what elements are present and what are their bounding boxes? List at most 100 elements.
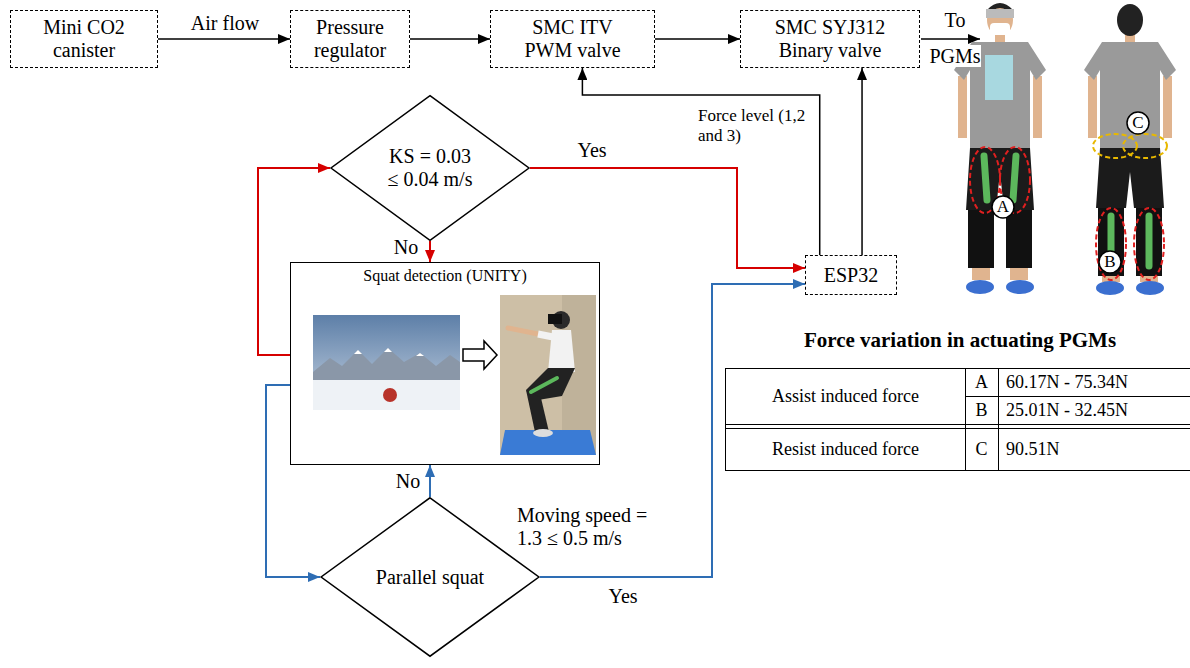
table-cell-box: 90.51N: [1006, 439, 1186, 460]
valve-box: SMC SYJ312 Binary valve: [740, 10, 920, 68]
person-back-photo: [1099, 251, 1121, 273]
game-screenshot: [313, 315, 460, 410]
person-front-photo: [986, 9, 1014, 18]
person-front-photo: [1033, 76, 1042, 138]
source-box: Mini CO2 canister: [10, 10, 158, 68]
person-front-photo: [992, 196, 1014, 218]
edge-label: Yes: [608, 585, 637, 607]
table-grid: [965, 368, 966, 471]
vr-squat-photo: [531, 378, 557, 392]
table-cell: Resist induced force: [772, 439, 919, 459]
person-back-photo: [1096, 208, 1126, 280]
connector-arrow: [530, 168, 805, 268]
decision-diamond: Parallel squat: [320, 497, 540, 657]
table-cell: A: [975, 372, 988, 392]
edge-label-box: Air flow: [170, 12, 280, 35]
person-back-photo: [1098, 208, 1124, 276]
node-text: KS = 0.03 ≤ 0.04 m/s: [383, 145, 478, 191]
connector-arrow: [861, 68, 863, 255]
table-grid: [725, 470, 1190, 471]
edge-label: Yes: [577, 139, 606, 161]
person-front-photo: [987, 4, 1013, 36]
vr-squat-photo: [548, 330, 575, 372]
connector-arrow: [655, 38, 740, 40]
table-cell-box: C: [965, 439, 998, 460]
table-cell-box: Assist induced force: [728, 386, 963, 407]
person-back-photo: [1088, 76, 1097, 138]
callout-letter-box: C: [1126, 113, 1150, 133]
node-text: Parallel squat: [365, 566, 495, 589]
edge-label-box: Yes: [572, 139, 612, 162]
connector-arrow: [266, 385, 320, 577]
person-back-photo: [1127, 112, 1149, 134]
person-front-photo: [1010, 268, 1028, 280]
node-text: SMC SYJ312 Binary valve: [765, 16, 895, 62]
person-front-photo: [1006, 280, 1034, 294]
person-back-photo: [1096, 281, 1124, 295]
person-front-photo: [985, 55, 1013, 100]
person-front-photo: [990, 23, 1010, 35]
output-arrow: [921, 39, 980, 40]
table-cell-box: B: [965, 400, 998, 421]
diamond-outline: [321, 498, 539, 656]
regulator-box: Pressure regulator: [290, 10, 410, 68]
table-grid: [725, 424, 1190, 425]
valve-box: SMC ITV PWM valve: [490, 10, 655, 68]
person-front-photo: [958, 76, 967, 138]
person-front-photo: [1006, 210, 1032, 268]
vr-squat-photo: [533, 429, 553, 437]
callout-letter: A: [997, 197, 1009, 216]
game-screenshot: [313, 348, 460, 382]
connector-arrow: [158, 38, 290, 40]
person-back-photo: [1084, 42, 1176, 150]
node-text: Pressure regulator: [300, 16, 400, 62]
controller-box: ESP32: [805, 255, 897, 295]
table-cell-box: 60.17N - 75.34N: [1006, 372, 1186, 393]
callout-letter: B: [1104, 252, 1115, 271]
person-front-photo: [968, 210, 994, 268]
person-back-photo: [1134, 208, 1164, 280]
person-back-photo: [1123, 134, 1167, 158]
table-grid: [725, 428, 1190, 429]
edge-label-box: No: [392, 236, 420, 259]
callout-letter-box: B: [1098, 252, 1122, 272]
person-front-photo: [984, 156, 987, 200]
game-screenshot: [384, 348, 392, 352]
edge-label-box: Yes: [603, 585, 643, 608]
vr-squat-photo: [548, 314, 562, 324]
edge-label: No: [394, 236, 418, 258]
person-back-photo: [1136, 208, 1162, 276]
game-screenshot: [383, 388, 397, 402]
table-cell: 60.17N - 75.34N: [1006, 372, 1128, 392]
process-box: Squat detection (UNITY): [290, 262, 600, 465]
person-front-photo: [966, 280, 994, 294]
table-grid: [725, 368, 1190, 471]
game-screenshot: [354, 350, 362, 354]
node-text: ESP32: [811, 264, 891, 287]
table-cell-box: 25.01N - 32.45N: [1006, 400, 1186, 421]
edge-label: Force level (1,2 and 3): [698, 106, 805, 145]
connector-arrow: [429, 241, 431, 262]
table-grid: [725, 368, 726, 471]
table-cell: B: [975, 400, 987, 420]
node-text: Squat detection (UNITY): [325, 267, 565, 285]
node-text: Mini CO2 canister: [34, 16, 134, 62]
game-screenshot: [313, 315, 460, 410]
connector-arrow: [410, 38, 490, 40]
connector-arrow: [582, 68, 819, 255]
table-cell-box: Resist induced force: [728, 439, 963, 460]
condition-note: Moving speed = 1.3 ≤ 0.5 m/s: [517, 504, 647, 549]
person-front-photo: [972, 268, 990, 280]
node-text: SMC ITV PWM valve: [513, 16, 633, 62]
table-title: Force variation in actuating PGMs: [804, 328, 1116, 352]
person-back-photo: [1163, 76, 1172, 138]
game-screenshot: [313, 380, 460, 410]
person-back-photo: [1084, 4, 1176, 295]
table-cell: 25.01N - 32.45N: [1006, 400, 1128, 420]
table-cell-box: A: [965, 372, 998, 393]
diamond-outline: [331, 96, 529, 241]
transition-arrow: [463, 341, 497, 369]
edge-label: No: [396, 470, 420, 492]
edge-label: Air flow: [191, 12, 259, 34]
